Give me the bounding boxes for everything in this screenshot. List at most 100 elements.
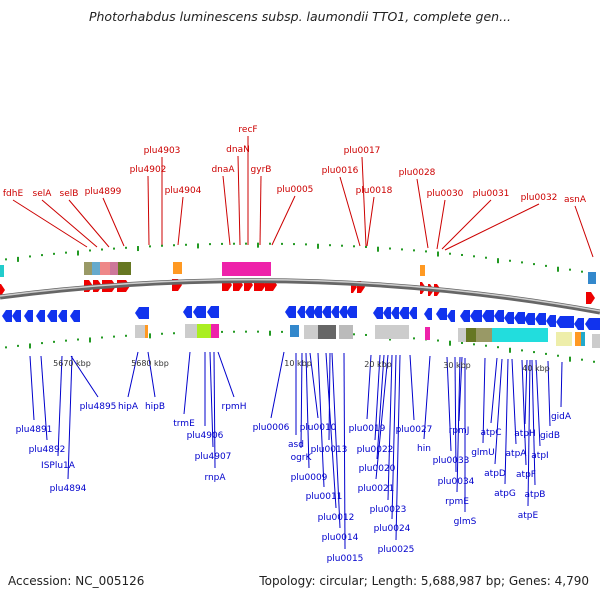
gene-label-top[interactable]: plu0017 xyxy=(344,146,381,156)
gene-label-bottom[interactable]: atpF xyxy=(516,470,536,480)
gene-label-top[interactable]: plu4902 xyxy=(130,165,167,175)
gene-label-bottom[interactable]: rnpA xyxy=(204,473,226,483)
scale-dot xyxy=(137,246,139,252)
leader-line xyxy=(237,155,241,246)
gene-label-bottom[interactable]: hin xyxy=(417,444,431,454)
scale-dot xyxy=(113,247,115,250)
gene-label-bottom[interactable]: atpE xyxy=(518,511,539,521)
gene-label-bottom[interactable]: plu0024 xyxy=(374,524,411,534)
scale-dot xyxy=(425,250,427,253)
feature-box xyxy=(458,328,466,342)
gene-label-bottom[interactable]: plu0015 xyxy=(327,554,364,564)
gene-label-bottom[interactable]: rpmE xyxy=(445,497,469,507)
scale-dot xyxy=(245,330,247,333)
leader-line xyxy=(222,175,231,246)
gene-label-top[interactable]: plu0031 xyxy=(473,189,510,199)
gene-label-bottom[interactable]: plu4907 xyxy=(195,452,232,462)
gene-label-bottom[interactable]: rpmJ xyxy=(449,426,470,436)
gene-label-bottom[interactable]: atpC xyxy=(480,428,501,438)
scale-dot xyxy=(281,242,283,245)
scale-dot xyxy=(125,246,127,249)
gene-label-bottom[interactable]: atpH xyxy=(514,429,536,439)
gene-label-bottom[interactable]: plu0033 xyxy=(433,456,470,466)
gene-label-bottom[interactable]: plu0022 xyxy=(357,445,394,455)
gene-label-bottom[interactable]: plu0020 xyxy=(359,464,396,474)
gene-label-bottom[interactable]: atpD xyxy=(484,469,506,479)
gene-label-top[interactable]: dnaN xyxy=(226,145,250,155)
gene-label-bottom[interactable]: hipA xyxy=(118,402,139,412)
gene-label-top[interactable]: plu0005 xyxy=(277,185,314,195)
scale-dot xyxy=(485,344,487,347)
gene-label-bottom[interactable]: plu4895 xyxy=(80,402,117,412)
gene-label-bottom[interactable]: plu0011 xyxy=(306,492,343,502)
gene-label-top[interactable]: plu4899 xyxy=(85,187,122,197)
gene-label-bottom[interactable]: plu0010 xyxy=(300,423,337,433)
gene-label-bottom[interactable]: plu0009 xyxy=(291,473,328,483)
feature-box xyxy=(318,325,336,339)
gene-label-top[interactable]: gyrB xyxy=(251,165,272,175)
leader-line xyxy=(521,359,527,466)
gene-label-top[interactable]: plu4904 xyxy=(165,186,202,196)
gene-label-bottom[interactable]: plu0021 xyxy=(358,484,395,494)
scale-dot xyxy=(197,243,199,249)
gene-label-bottom[interactable]: plu0025 xyxy=(378,545,415,555)
gene-label-bottom[interactable]: plu4906 xyxy=(187,431,224,441)
gene-label-bottom[interactable]: plu0014 xyxy=(322,533,359,543)
gene-label-bottom[interactable]: glmS xyxy=(454,517,477,527)
gene-label-bottom[interactable]: asd xyxy=(288,440,304,450)
gene-label-bottom[interactable]: plu4891 xyxy=(16,425,53,435)
scale-dot xyxy=(521,261,523,264)
gene-label-top[interactable]: plu0018 xyxy=(356,186,393,196)
leader-line xyxy=(454,356,457,473)
gene-arrow-reverse xyxy=(436,308,447,320)
gene-label-bottom[interactable]: plu0034 xyxy=(438,477,475,487)
gene-label-bottom[interactable]: plu0013 xyxy=(311,445,348,455)
gene-label-bottom[interactable]: plu0023 xyxy=(370,505,407,515)
gene-label-bottom[interactable]: plu0012 xyxy=(318,513,355,523)
gene-label-bottom[interactable]: gidB xyxy=(540,431,560,441)
gene-label-bottom[interactable]: glmU xyxy=(471,448,495,458)
gene-arrow-reverse xyxy=(193,306,206,318)
gene-label-bottom[interactable]: hipB xyxy=(145,402,165,412)
gene-label-bottom[interactable]: gidA xyxy=(551,412,572,422)
gene-label-bottom[interactable]: plu0019 xyxy=(349,424,386,434)
gene-label-bottom[interactable]: ISPlu1A xyxy=(41,461,76,471)
gene-arrow-reverse xyxy=(70,310,80,322)
map-title: Photorhabdus luminescens subsp. laumondi… xyxy=(88,9,512,24)
gene-label-bottom[interactable]: plu0027 xyxy=(396,425,433,435)
gene-label-bottom[interactable]: atpB xyxy=(525,490,546,500)
scale-dot xyxy=(473,343,475,346)
gene-arrow-reverse xyxy=(12,310,21,322)
gene-label-top[interactable]: plu4903 xyxy=(144,146,181,156)
gene-label-top[interactable]: plu0032 xyxy=(521,193,558,203)
gene-arrow-reverse xyxy=(2,310,12,322)
gene-arrow-reverse xyxy=(470,310,482,322)
feature-box xyxy=(135,325,147,338)
scale-dot xyxy=(401,248,403,251)
gene-label-bottom[interactable]: plu4894 xyxy=(50,484,87,494)
gene-label-top[interactable]: dnaA xyxy=(211,165,235,175)
gene-label-top[interactable]: selA xyxy=(33,189,53,199)
scale-dot xyxy=(581,358,583,361)
gene-label-bottom[interactable]: trmE xyxy=(173,419,195,429)
gene-label-top[interactable]: plu0030 xyxy=(427,189,464,199)
gene-label-bottom[interactable]: ogrK xyxy=(291,453,313,463)
gene-label-bottom[interactable]: atpA xyxy=(506,449,528,459)
leader-line xyxy=(482,357,486,444)
gene-label-top[interactable]: asnA xyxy=(564,195,587,205)
gene-arrow-reverse xyxy=(424,308,432,320)
gene-label-top[interactable]: fdhE xyxy=(3,189,24,199)
gene-label-bottom[interactable]: plu0006 xyxy=(253,423,290,433)
gene-label-bottom[interactable]: plu4892 xyxy=(29,445,66,455)
gene-label-bottom[interactable]: atpG xyxy=(494,489,516,499)
gene-label-top[interactable]: recF xyxy=(238,125,257,135)
gene-label-top[interactable]: plu0028 xyxy=(399,168,436,178)
gene-label-top[interactable]: plu0016 xyxy=(322,166,359,176)
gene-label-bottom[interactable]: rpmH xyxy=(222,402,247,412)
gene-label-bottom[interactable]: atpI xyxy=(531,451,548,461)
leader-lines xyxy=(12,136,594,550)
gene-label-top[interactable]: selB xyxy=(60,189,79,199)
leader-line xyxy=(40,355,48,441)
